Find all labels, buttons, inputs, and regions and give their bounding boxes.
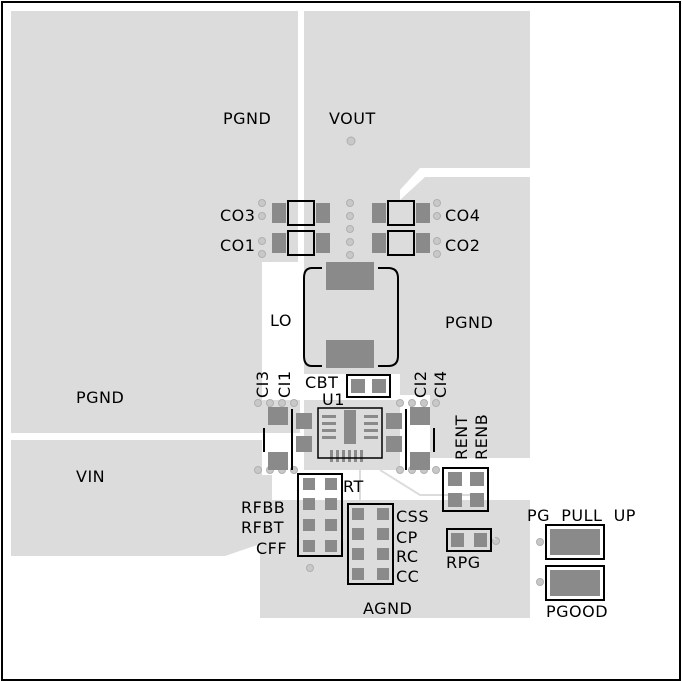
label-rent: RENT [452,415,471,460]
vout-pour [304,11,530,262]
label-cp: CP [396,528,418,547]
label-co4: CO4 [445,206,480,225]
label-pgood: PGOOD [546,602,608,621]
pads [268,203,600,596]
label-rc: RC [396,547,419,566]
label-pgnd-top: PGND [223,109,271,128]
label-pgnd-left: PGND [76,388,124,407]
vin-pour [11,440,272,556]
label-rpg: RPG [446,553,481,572]
label-co1: CO1 [220,236,255,255]
label-cbt: CBT [305,373,338,392]
pgnd-right-pour [400,177,530,458]
labels: PGND VOUT CO3 CO1 CO4 CO2 LO PGND PGND V… [76,109,636,621]
label-co3: CO3 [220,206,255,225]
label-rt: RT [343,477,364,496]
label-renb: RENB [472,414,491,460]
label-ci4: CI4 [431,370,450,398]
label-cc: CC [396,567,419,586]
label-lo: LO [270,311,292,330]
label-ci2: CI2 [411,370,430,398]
label-ci1: CI1 [275,370,294,398]
silkscreen [263,200,605,601]
label-vout: VOUT [329,109,376,128]
label-co2: CO2 [445,236,480,255]
label-rfbb: RFBB [241,498,285,517]
pgnd-left-pour [11,11,300,433]
label-pgnd-right: PGND [445,313,493,332]
label-u1: U1 [322,390,345,409]
label-ci3: CI3 [253,370,272,398]
label-css: CSS [396,507,429,526]
label-agnd: AGND [363,599,412,618]
label-cff: CFF [256,539,287,558]
label-pg-pull-up: PG PULL UP [527,506,636,525]
label-rfbt: RFBT [241,518,284,537]
label-vin: VIN [76,467,105,486]
